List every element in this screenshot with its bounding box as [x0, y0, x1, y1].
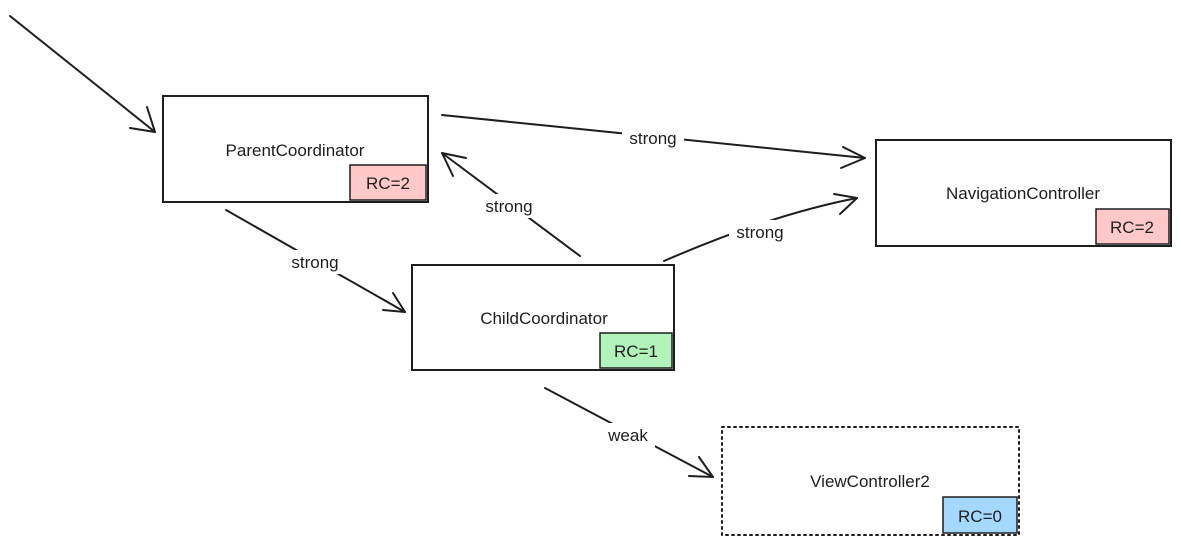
edge-child-to-navigation: strong: [663, 193, 858, 262]
node-child-coordinator: ChildCoordinator RC=1: [411, 264, 675, 371]
node-box: [721, 426, 1020, 536]
edge-entry: [9, 15, 156, 133]
edge-label-child-viewcontroller2: weak: [607, 426, 648, 445]
node-label: NavigationController: [946, 184, 1100, 203]
node-label: ViewController2: [810, 472, 930, 491]
arrowhead: [441, 152, 467, 177]
node-label: ChildCoordinator: [480, 309, 608, 328]
edge-label-parent-navigation: strong: [629, 129, 676, 148]
edge-child-to-viewcontroller2: weak: [544, 387, 714, 478]
node-navigation-controller: NavigationController RC=2: [875, 139, 1172, 247]
arrowhead: [688, 456, 714, 478]
rc-badge-box: [1095, 208, 1170, 245]
arrowhead: [833, 193, 858, 215]
edge-label-parent-child: strong: [291, 253, 338, 272]
arrowhead: [382, 292, 406, 313]
node-parent-coordinator: ParentCoordinator RC=2: [162, 95, 429, 203]
edge-label-child-navigation: strong: [736, 223, 783, 242]
node-label: ParentCoordinator: [226, 141, 365, 160]
rc-badge-box: [349, 164, 427, 201]
edge-child-to-parent: strong: [441, 152, 581, 257]
rc-badge: RC=2: [1110, 218, 1154, 237]
node-viewcontroller2: ViewController2 RC=0: [721, 426, 1020, 536]
edge-parent-to-navigation: strong: [441, 114, 866, 169]
rc-badge: RC=2: [366, 174, 410, 193]
rc-badge-box: [599, 332, 673, 369]
rc-badge: RC=1: [614, 342, 658, 361]
arrowhead: [840, 146, 866, 169]
arrowhead: [129, 106, 156, 133]
edge-parent-to-child: strong: [225, 209, 406, 313]
rc-badge-box: [942, 496, 1018, 534]
rc-badge: RC=0: [958, 507, 1002, 526]
edge-label-child-parent: strong: [485, 197, 532, 216]
